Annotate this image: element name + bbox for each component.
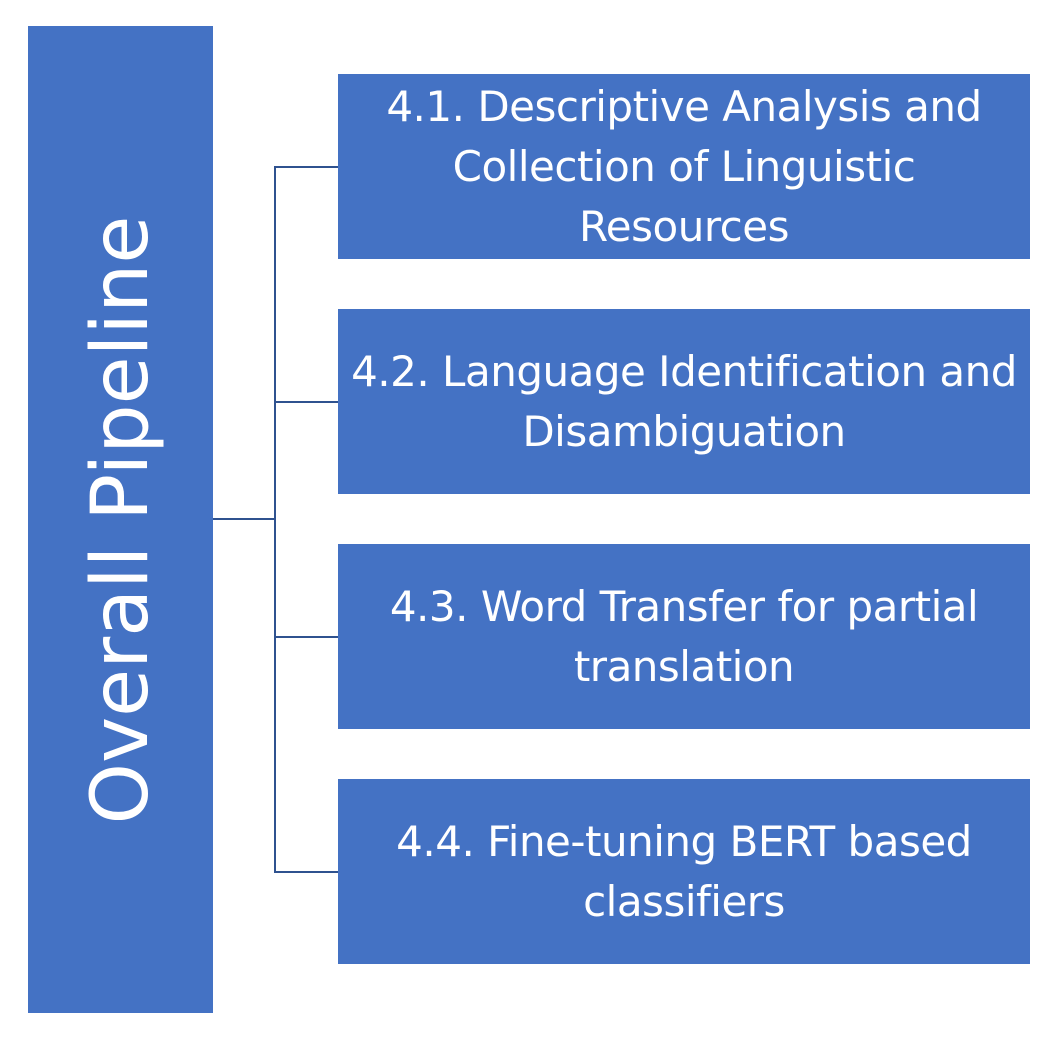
child-node-fine-tuning-bert: 4.4. Fine-tuning BERT based classifiers	[338, 779, 1030, 964]
child-node-label: 4.3. Word Transfer for partial translati…	[389, 581, 979, 691]
child-node-label: 4.1. Descriptive Analysis and Collection…	[386, 81, 982, 251]
child-node-descriptive-analysis: 4.1. Descriptive Analysis and Collection…	[338, 74, 1030, 259]
connector-branch-2	[274, 401, 338, 403]
child-node-language-identification: 4.2. Language Identification and Disambi…	[338, 309, 1030, 494]
child-node-word-transfer: 4.3. Word Transfer for partial translati…	[338, 544, 1030, 729]
root-node: Overall Pipeline	[28, 26, 213, 1013]
connector-root-stem	[213, 518, 276, 520]
connector-branch-1	[274, 166, 338, 168]
connector-vertical-spine	[274, 166, 276, 872]
child-node-label: 4.2. Language Identification and Disambi…	[351, 346, 1017, 456]
connector-branch-4	[274, 871, 338, 873]
connector-branch-3	[274, 636, 338, 638]
root-node-label: Overall Pipeline	[75, 215, 166, 824]
child-node-label: 4.4. Fine-tuning BERT based classifiers	[396, 816, 972, 926]
